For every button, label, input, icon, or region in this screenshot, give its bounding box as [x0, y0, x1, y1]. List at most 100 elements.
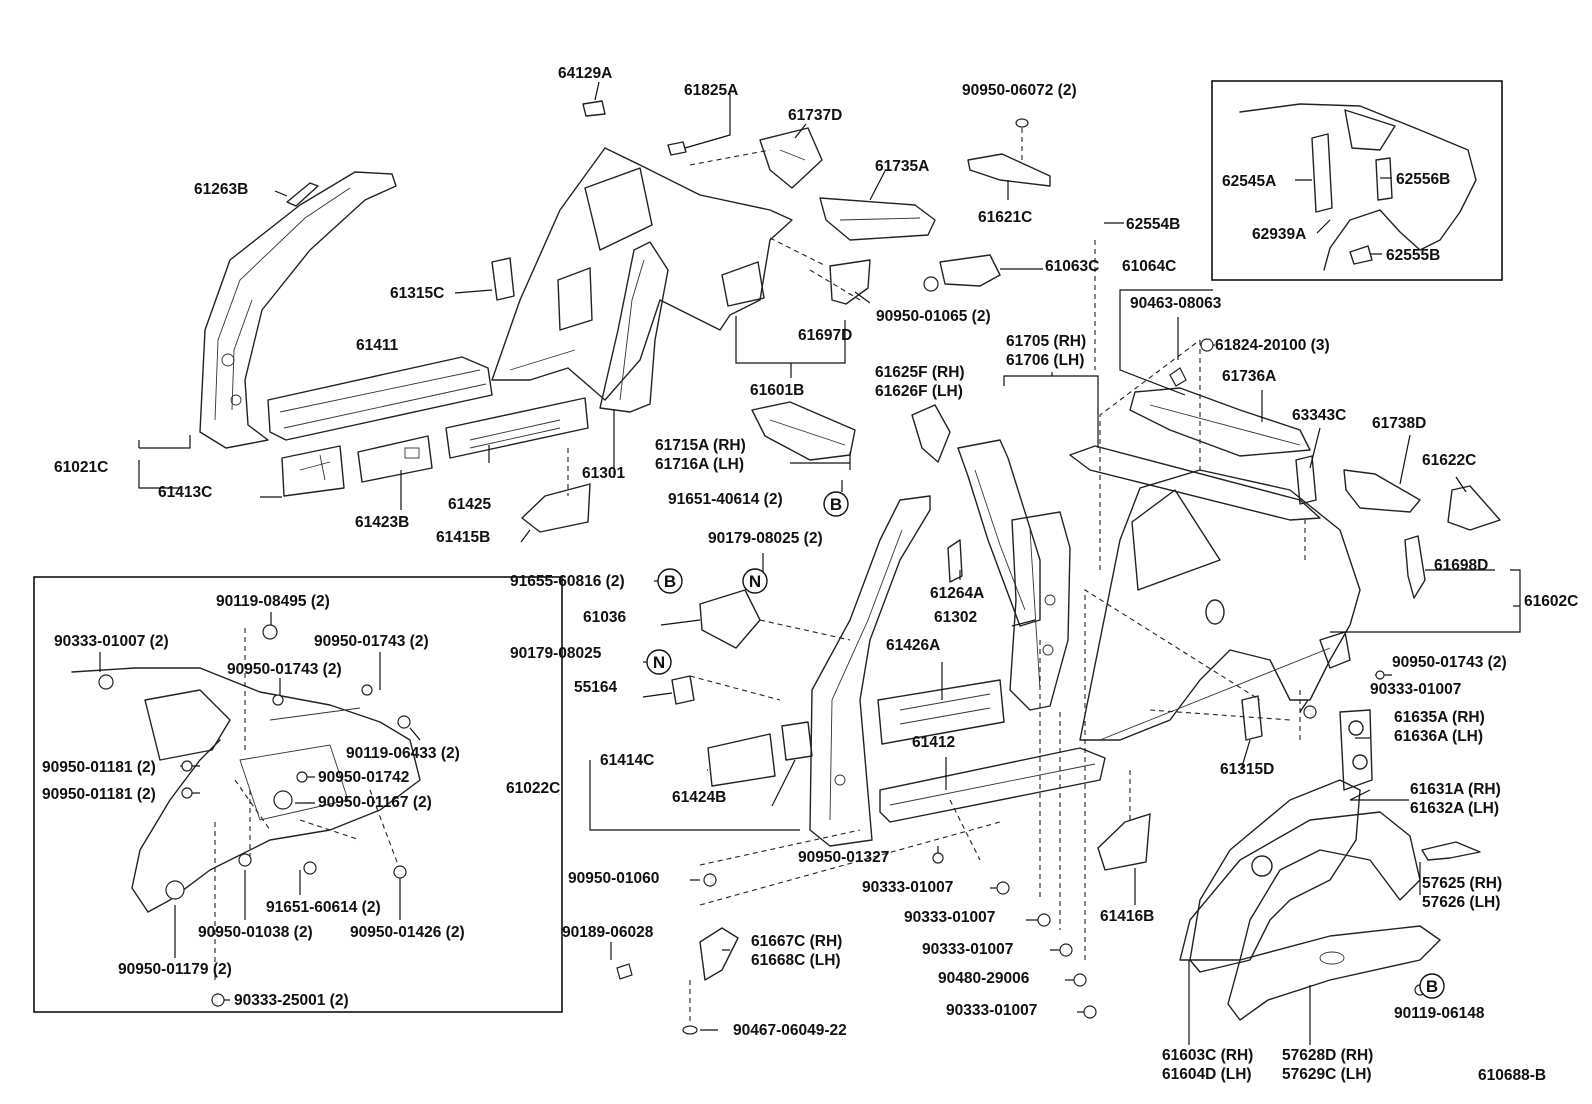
label-91655-60816: 91655-60816 (2): [510, 573, 625, 590]
label-62556B: 62556B: [1396, 171, 1450, 188]
label-61635A: 61635A (RH): [1394, 709, 1485, 726]
label-90467-06049-22: 90467-06049-22: [733, 1022, 847, 1039]
label-61315C: 61315C: [390, 285, 444, 302]
label-61735A: 61735A: [875, 158, 929, 175]
label-90333-01007-b: 90333-01007: [862, 879, 953, 896]
label-61697D: 61697D: [798, 327, 852, 344]
part-57625: [1421, 841, 1481, 861]
label-90333-01007-d: 90333-01007: [922, 941, 1013, 958]
label-61411: 61411: [356, 337, 399, 354]
label-90950-01065: 90950-01065 (2): [876, 308, 991, 325]
label-61426A: 61426A: [886, 637, 940, 654]
label-62554B: 62554B: [1126, 216, 1180, 233]
part-61601B: [491, 147, 793, 401]
label-61625F: 61625F (RH): [875, 364, 965, 381]
svg-text:B: B: [830, 495, 842, 514]
diagram-id: 610688-B: [1478, 1067, 1546, 1084]
label-61668C: 61668C (LH): [751, 952, 841, 969]
label-90333-01007-c: 90333-01007: [904, 909, 995, 926]
label-61738D: 61738D: [1372, 415, 1426, 432]
part-61412: [879, 747, 1106, 823]
inset-bottom-left-labels: 90119-08495 (2) 90333-01007 (2) 90950-01…: [42, 593, 465, 1009]
part-61036: [699, 589, 761, 649]
circle-marker-b-1: B: [823, 491, 849, 517]
label-90119-08495: 90119-08495 (2): [216, 593, 330, 610]
label-61737D: 61737D: [788, 107, 842, 124]
label-90950-01181-b: 90950-01181 (2): [42, 786, 156, 803]
label-61301: 61301: [582, 465, 625, 482]
part-61064C: [1069, 445, 1321, 521]
label-62939A: 62939A: [1252, 226, 1306, 243]
label-61423B: 61423B: [355, 514, 409, 531]
inset-box-bottom-left: [33, 576, 563, 1013]
label-61604D: 61604D (LH): [1162, 1066, 1252, 1083]
part-61737D: [759, 127, 823, 189]
label-61631A: 61631A (RH): [1410, 781, 1501, 798]
part-61621C: [967, 153, 1051, 187]
label-57629C: 57629C (LH): [1282, 1066, 1372, 1083]
label-57628D: 57628D (RH): [1282, 1047, 1373, 1064]
svg-text:N: N: [653, 653, 665, 672]
label-61412: 61412: [912, 734, 955, 751]
label-61021C: 61021C: [54, 459, 108, 476]
label-61632A: 61632A (LH): [1410, 800, 1499, 817]
inset-box-top-right: [1211, 80, 1503, 281]
label-61705: 61705 (RH): [1006, 333, 1086, 350]
part-61631A: [1189, 709, 1373, 973]
circle-marker-b-2: B: [657, 568, 683, 594]
label-90189-06028: 90189-06028: [562, 924, 654, 941]
label-61825A: 61825A: [684, 82, 738, 99]
part-61697D: [829, 259, 871, 305]
circle-marker-b-3: B: [1419, 973, 1445, 999]
part-61622C: [1447, 485, 1501, 531]
label-61424B: 61424B: [672, 789, 726, 806]
part-61736A: [1129, 387, 1311, 457]
label-61413C: 61413C: [158, 484, 212, 501]
label-63343C: 63343C: [1292, 407, 1346, 424]
label-90333-01007-a: 90333-01007: [1370, 681, 1461, 698]
part-55164: [671, 675, 695, 705]
label-61263B: 61263B: [194, 181, 248, 198]
label-61622C: 61622C: [1422, 452, 1476, 469]
part-61264A: [947, 539, 963, 583]
part-61424B: [781, 721, 813, 761]
label-61603C: 61603C (RH): [1162, 1047, 1253, 1064]
label-61698D: 61698D: [1434, 557, 1488, 574]
label-90119-06433: 90119-06433 (2): [346, 745, 460, 762]
label-61302: 61302: [934, 609, 977, 626]
label-90480-29006: 90480-29006: [938, 970, 1030, 987]
label-90950-01179: 90950-01179 (2): [118, 961, 232, 978]
circle-marker-n-1: N: [742, 568, 768, 594]
part-61698D: [1404, 535, 1426, 599]
label-90950-01060: 90950-01060: [568, 870, 659, 887]
part-61021C: [199, 171, 397, 449]
assembly-dashed-lines: [214, 128, 1306, 1025]
label-61626F: 61626F (LH): [875, 383, 963, 400]
part-61315C: [491, 257, 515, 301]
label-61022C: 61022C: [506, 780, 560, 797]
label-61064C: 61064C: [1122, 258, 1176, 275]
part-61603C: [1179, 811, 1421, 961]
label-90179-08025-b: 90179-08025: [510, 645, 602, 662]
inset-top-right-labels: 62545A 62556B 62939A 62555B: [1222, 171, 1450, 264]
part-61423B: [357, 435, 433, 483]
label-90950-01743-a: 90950-01743 (2): [314, 633, 429, 650]
part-61425: [445, 397, 589, 459]
label-61601B: 61601B: [750, 382, 804, 399]
label-62545A: 62545A: [1222, 173, 1276, 190]
label-61736A: 61736A: [1222, 368, 1276, 385]
label-61621C: 61621C: [978, 209, 1032, 226]
label-90950-01327: 90950-01327: [798, 849, 889, 866]
part-labels: 64129A 61825A 61737D 90950-06072 (2) 612…: [54, 65, 1578, 1084]
label-90950-01743-c: 90950-01743 (2): [227, 661, 342, 678]
label-57625: 57625 (RH): [1422, 875, 1502, 892]
part-61022C: [809, 495, 931, 847]
inset-top-right-art: [1239, 103, 1477, 271]
label-90463-08063: 90463-08063: [1130, 295, 1222, 312]
circle-marker-n-2: N: [646, 649, 672, 675]
label-90950-01181-a: 90950-01181 (2): [42, 759, 156, 776]
part-61301: [599, 241, 669, 413]
label-90333-01007-e: 90333-01007: [946, 1002, 1037, 1019]
label-61315D: 61315D: [1220, 761, 1274, 778]
